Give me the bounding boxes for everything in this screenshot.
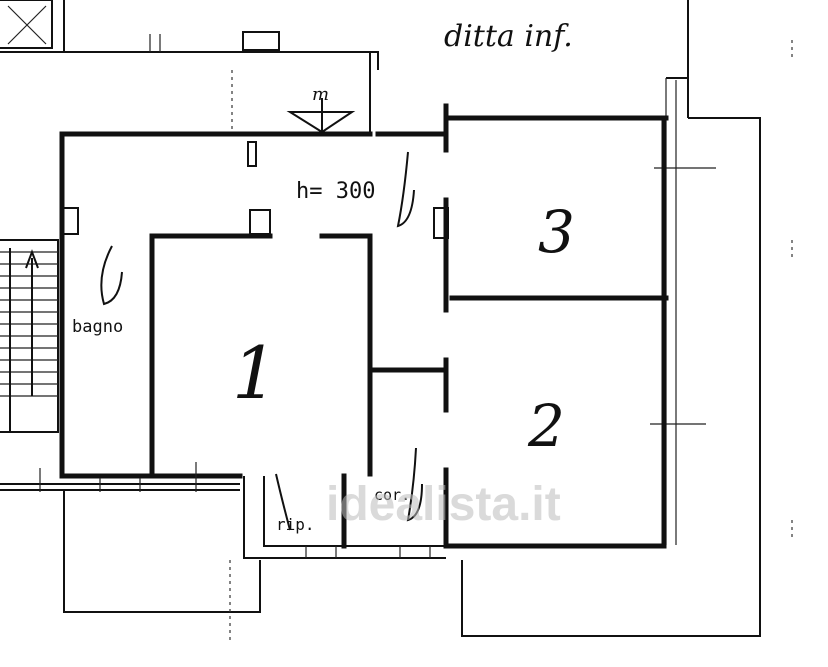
room-1-walls: [149, 209, 449, 477]
entry-arrow: [286, 98, 356, 134]
room-label-2: 2: [527, 392, 565, 460]
height-label: h= 300: [296, 179, 375, 204]
room-label-cor: cor.: [374, 486, 410, 504]
upper-boundary: [0, 0, 379, 135]
watermark: idealista.it: [326, 478, 561, 531]
room-label-3: 3: [538, 198, 575, 266]
room-label-bagno: bagno: [72, 317, 123, 337]
entry-mark: m: [312, 84, 329, 105]
header-text: ditta inf.: [444, 19, 573, 54]
right-boundary: [461, 0, 793, 637]
room-label-rip: rip.: [276, 515, 315, 534]
stairs: [0, 239, 59, 433]
door-swings: [100, 151, 423, 531]
balcony-left: [0, 462, 261, 640]
room-label-1: 1: [232, 331, 278, 415]
top-left-corner: [0, 0, 53, 49]
apartment-walls: [59, 103, 669, 559]
